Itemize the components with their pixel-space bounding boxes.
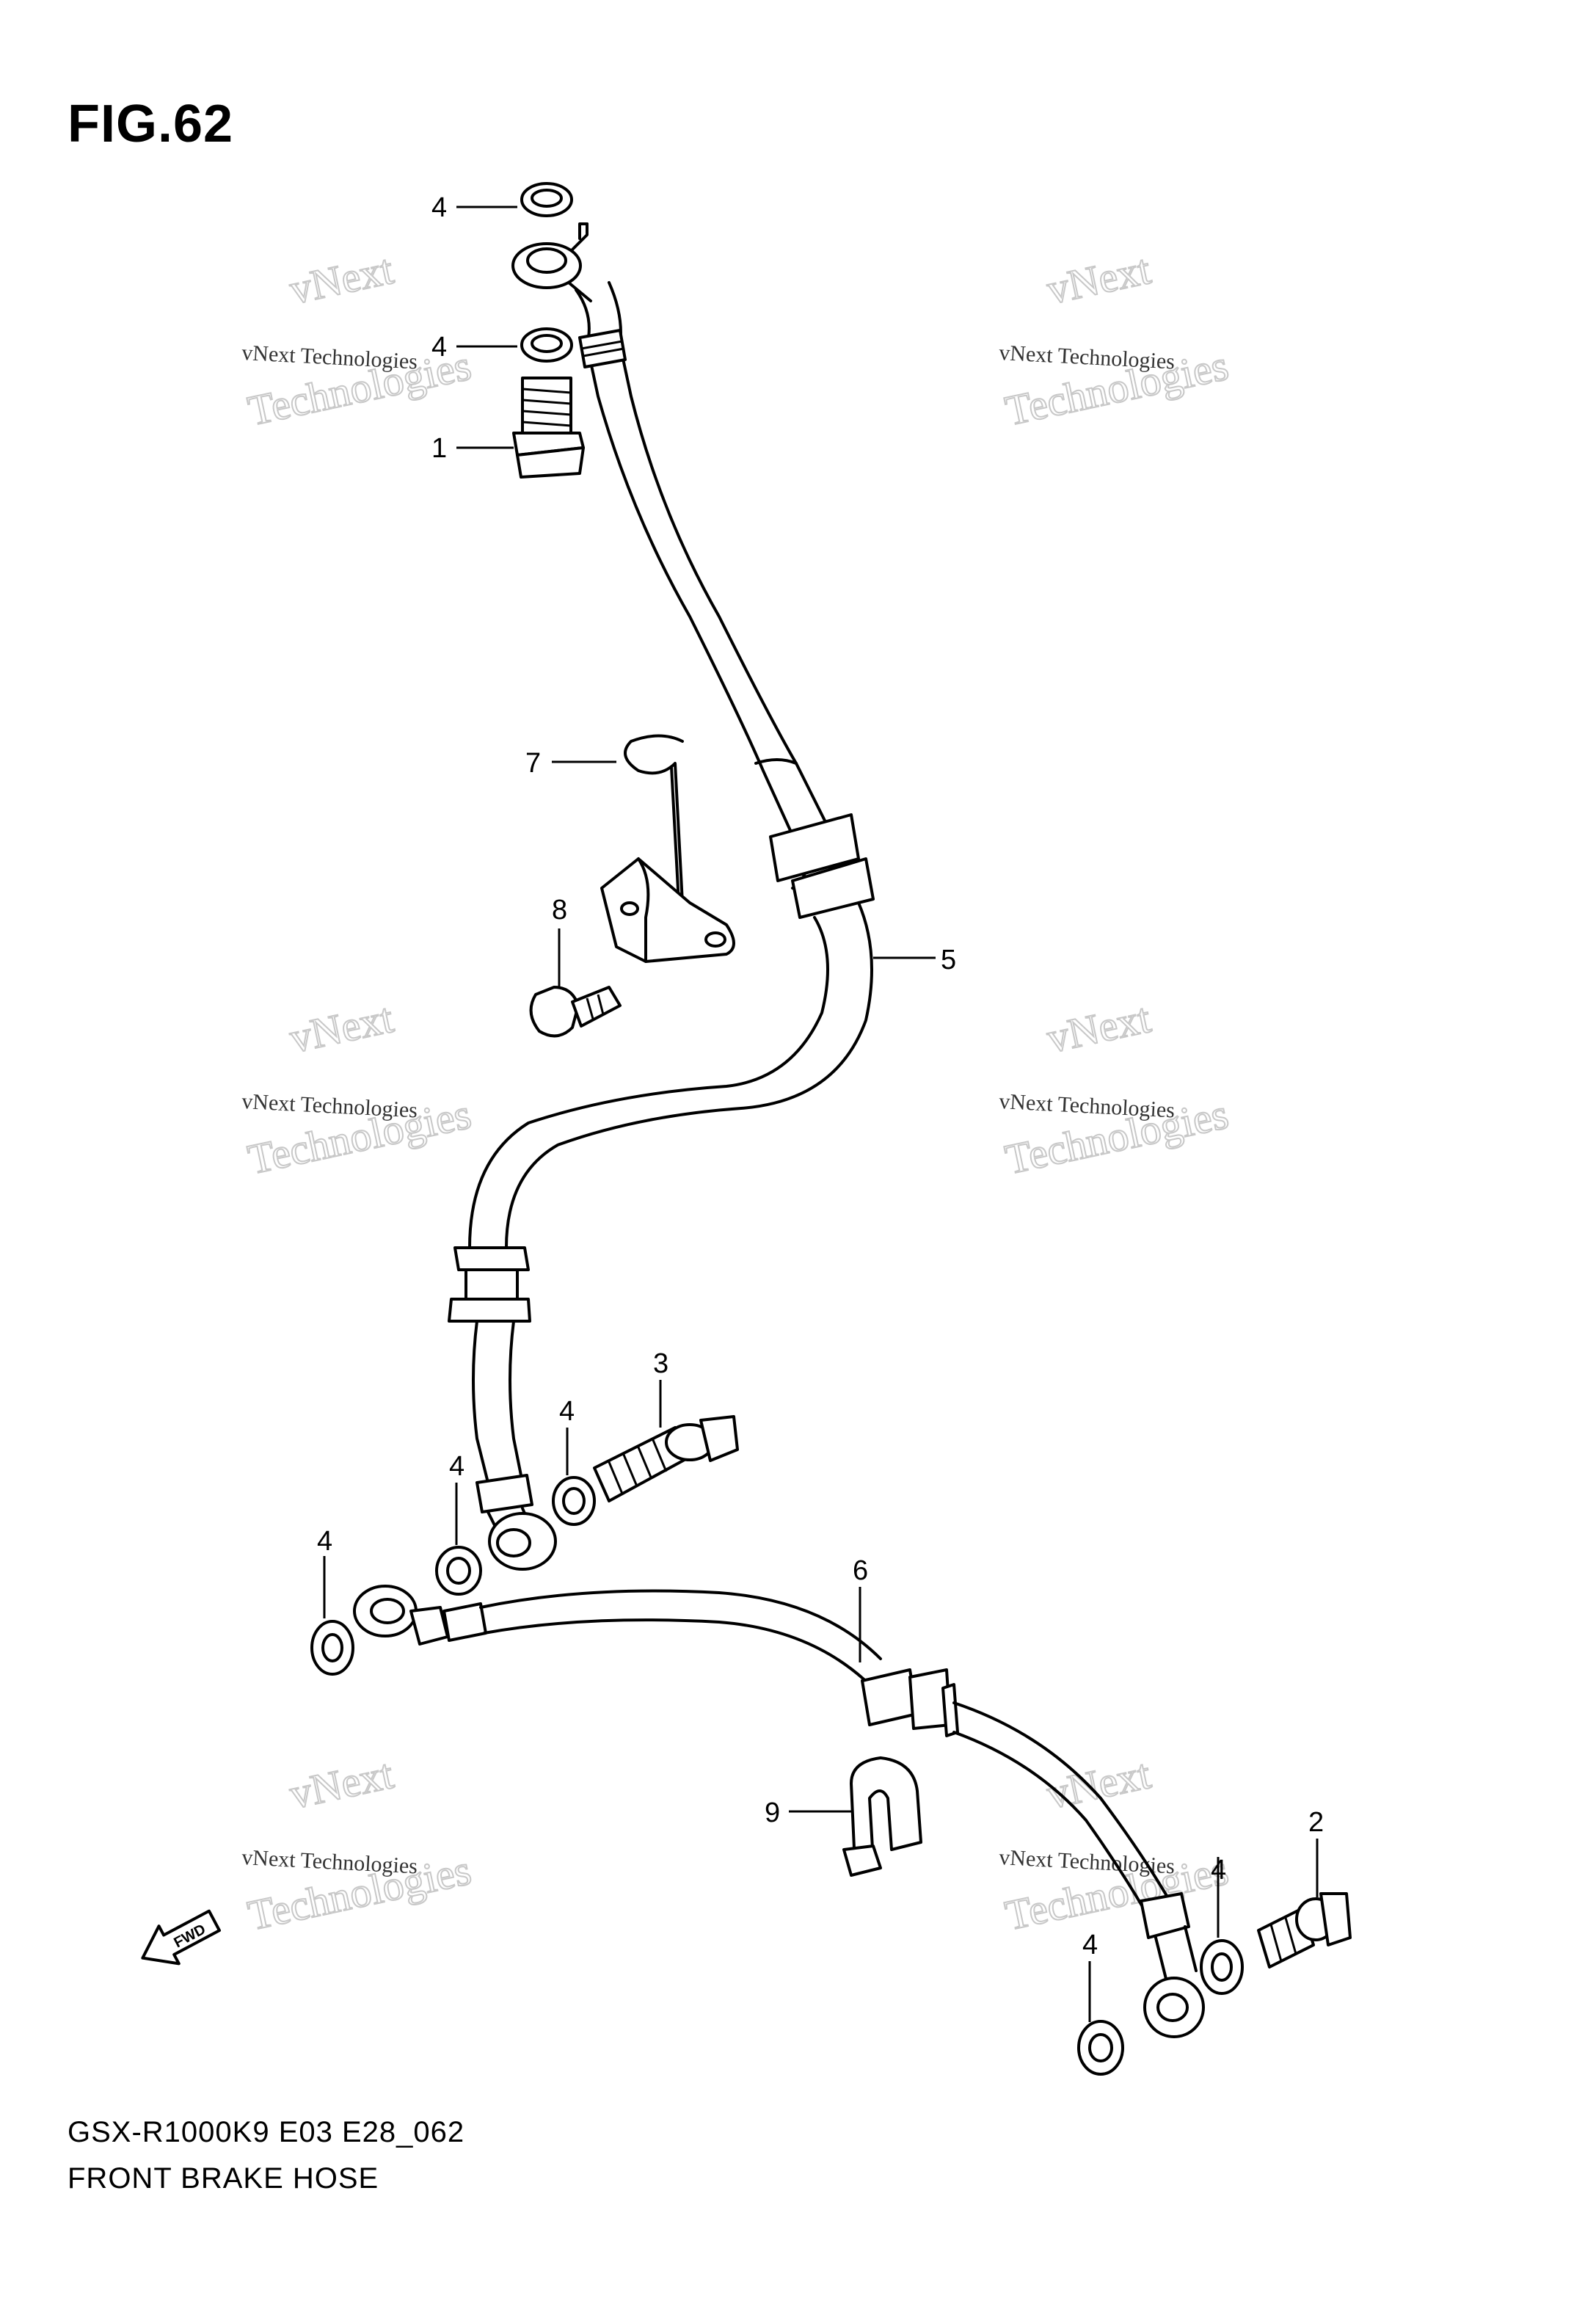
grommet-upper xyxy=(769,813,860,882)
callout-union-bolt-top: 1 xyxy=(431,433,447,464)
callout-upper-hose: 5 xyxy=(941,945,956,975)
callout-clamp-wire: 7 xyxy=(525,748,541,779)
callout-washer-mid-left: 4 xyxy=(449,1451,464,1482)
watermark-vnext: vNext xyxy=(285,245,397,313)
callout-union-bolt-mid: 3 xyxy=(653,1348,668,1379)
upper-brake-hose xyxy=(448,222,875,1571)
model-code: GSX-R1000K9 E03 E28_062 xyxy=(68,2116,465,2148)
watermark-group: vNext vNext Technologies Technologies vN… xyxy=(241,244,1234,1940)
bracket xyxy=(600,857,735,963)
watermark-vnext: vNext xyxy=(285,994,397,1062)
callout-washer-right-lower: 4 xyxy=(1082,1930,1098,1960)
watermark-vnext: vNext xyxy=(1043,994,1154,1062)
union-bolt-right xyxy=(1257,1892,1352,1969)
callout-lower-hose: 6 xyxy=(853,1555,868,1586)
lower-brake-hose xyxy=(353,1585,1205,2038)
callout-washer-right-upper: 4 xyxy=(1211,1855,1226,1886)
callout-grommet-clamp: 9 xyxy=(765,1797,780,1828)
callout-washer-top-outer: 4 xyxy=(431,192,447,223)
forward-arrow-icon: FWD xyxy=(141,1909,222,1966)
watermark-vnext: vNext xyxy=(1043,245,1154,313)
callout-washer-left: 4 xyxy=(317,1526,332,1557)
callout-union-bolt-right: 2 xyxy=(1308,1807,1324,1838)
callout-washer-mid-right: 4 xyxy=(559,1396,575,1427)
union-bolt-mid xyxy=(593,1415,739,1502)
callout-labels: 4 4 1 7 8 5 3 4 4 4 6 9 2 4 4 xyxy=(317,192,1324,1960)
clamp-wire xyxy=(624,734,684,904)
callout-washer-top-inner: 4 xyxy=(431,332,447,363)
figure-name: FRONT BRAKE HOSE xyxy=(68,2162,379,2195)
grommet-clamp xyxy=(842,1756,922,1877)
bolt-bracket xyxy=(529,986,622,1038)
callout-bolt-bracket: 8 xyxy=(552,895,567,926)
figure-title: FIG.62 xyxy=(68,95,234,153)
watermark-vnext: vNext xyxy=(285,1750,397,1818)
leader-lines xyxy=(323,206,1319,2022)
union-bolt-top xyxy=(512,377,585,479)
